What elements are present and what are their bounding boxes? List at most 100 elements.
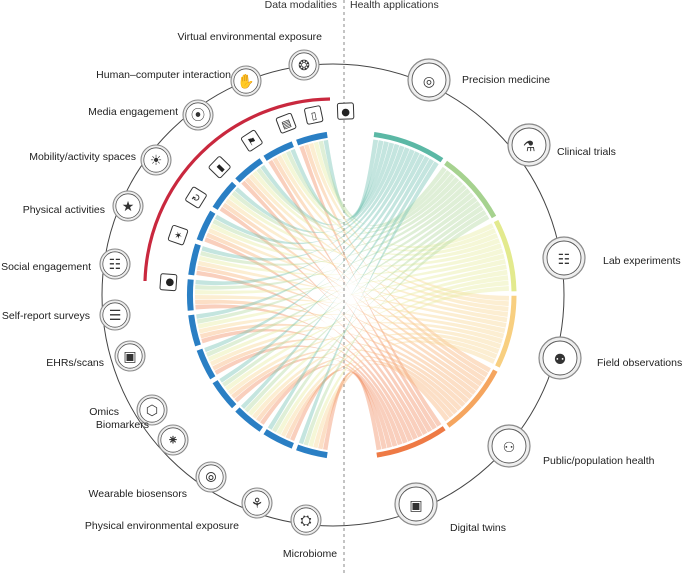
- modality-label: Omics: [89, 406, 119, 418]
- test-tube-icon: ⚗: [523, 139, 536, 155]
- chord-ribbon: [231, 177, 460, 241]
- chord-ribbon: [198, 314, 505, 339]
- people-icon: ⚇: [503, 440, 516, 456]
- modality-segment: [212, 380, 237, 409]
- application-segment: [495, 295, 517, 368]
- sun-location-icon: ☀: [150, 153, 163, 169]
- chord-ribbon: [222, 202, 483, 387]
- runner-icon: ★: [122, 199, 135, 215]
- modality-nodes: ❂Virtual environmental exposure✋Human–co…: [1, 31, 337, 560]
- modality-node: ❂ Virtual environmental exposure: [177, 31, 322, 81]
- chord-ribbons: [195, 139, 509, 451]
- modality-segment: [296, 131, 328, 146]
- modality-node: ⦾ Wearable biosensors: [89, 461, 227, 500]
- modality-node: ☰Self-report surveys: [2, 299, 131, 331]
- fingerprint-icon: ⦾: [205, 470, 216, 486]
- chord-ribbon: [256, 167, 456, 234]
- lab-report-icon: ☷: [558, 252, 571, 268]
- application-segment: [493, 219, 517, 292]
- svg-text:●: ●: [164, 277, 176, 287]
- modality-segment: [212, 181, 237, 210]
- svg-text:▯: ▯: [310, 111, 318, 123]
- chord-ribbon: [323, 372, 382, 451]
- sensor-badge-icon: ●: [336, 102, 355, 120]
- modality-label: Virtual environmental exposure: [177, 31, 322, 43]
- application-node: ⚗ Clinical trials: [507, 123, 616, 167]
- location-badge-icon: ⚑: [241, 129, 263, 152]
- modality-segment: [188, 243, 201, 276]
- chord-ribbon: [318, 363, 450, 450]
- modality-segment: [188, 314, 201, 347]
- chord-ribbon: [318, 140, 447, 226]
- plant-hand-icon: ⚘: [251, 496, 264, 512]
- modality-segment: [235, 158, 264, 183]
- modality-label: Self-report surveys: [2, 310, 90, 322]
- chord-ribbon: [280, 336, 498, 437]
- application-label: Field observations: [597, 357, 682, 369]
- chord-ribbon: [255, 355, 458, 422]
- modality-node: ⚘ Physical environmental exposure: [85, 487, 273, 532]
- modality-node: ★ Physical activities: [23, 190, 144, 222]
- modality-segment: [263, 429, 294, 449]
- modality-label: Mobility/activity spaces: [29, 151, 136, 163]
- modality-segment: [196, 348, 216, 380]
- application-label: Clinical trials: [557, 146, 616, 158]
- network-icon: ⁕: [167, 433, 179, 449]
- chord-ribbon: [207, 264, 507, 362]
- target-plus-icon: ◎: [423, 74, 435, 90]
- application-node: ⚇ Public/population health: [487, 424, 655, 468]
- modality-segment: [186, 279, 194, 311]
- modality-label: Social engagement: [1, 261, 91, 273]
- application-label: Digital twins: [450, 522, 506, 534]
- application-segment: [373, 132, 444, 163]
- chord-ribbon: [197, 259, 506, 329]
- chord-ribbon: [260, 364, 393, 448]
- outer-ring: [101, 63, 565, 527]
- modality-label: Media engagement: [88, 106, 178, 118]
- modality-label: Wearable biosensors: [89, 488, 187, 500]
- phone-badge-icon: ▮: [208, 156, 231, 179]
- svg-text:▮: ▮: [215, 162, 227, 174]
- modality-node: ⛭Microbiome: [283, 504, 337, 560]
- monitor-icon: ▣: [123, 349, 136, 365]
- modality-node: ⁕ Biomarkers: [96, 419, 189, 456]
- sensor-badge-icon: ●: [159, 273, 178, 292]
- chord-ribbon: [267, 158, 435, 430]
- chord-ribbon: [323, 139, 379, 218]
- header-health-applications: Health applications: [350, 0, 439, 11]
- modality-segments: [186, 131, 328, 459]
- satellite-badge-icon: ✶: [167, 224, 189, 246]
- application-label: Public/population health: [543, 455, 655, 467]
- chord-ribbon: [252, 332, 500, 419]
- tablet-badge-icon: ▤: [275, 112, 297, 134]
- svg-text:✶: ✶: [173, 230, 186, 242]
- application-segment: [446, 369, 498, 428]
- header-data-modalities: Data modalities: [265, 0, 337, 11]
- application-node: ▣ Digital twins: [394, 482, 506, 534]
- molecule-icon: ⬡: [146, 403, 158, 419]
- modality-label: Physical environmental exposure: [85, 520, 239, 532]
- chord-ribbon: [198, 248, 504, 276]
- chord-ribbon: [200, 184, 467, 266]
- application-segments: [373, 132, 517, 458]
- modality-label: Biomarkers: [96, 419, 149, 431]
- svg-text:●: ●: [341, 107, 350, 118]
- vr-headset-icon: ❂: [298, 58, 310, 74]
- chord-ribbon: [222, 201, 481, 387]
- twin-screen-icon: ▣: [409, 498, 422, 514]
- modality-label: Microbiome: [283, 548, 337, 560]
- mobile-badge-icon: ▯: [304, 105, 324, 125]
- application-node: ◎Precision medicine: [407, 58, 550, 102]
- researcher-icon: ⚉: [554, 352, 567, 368]
- chord-ribbon: [231, 348, 462, 411]
- modality-node: ☀ Mobility/activity spaces: [29, 144, 172, 176]
- application-segment: [376, 426, 446, 458]
- modality-label: Physical activities: [23, 204, 105, 216]
- chord-ribbon: [268, 159, 437, 430]
- application-label: Lab experiments: [603, 255, 681, 267]
- chord-ribbon: [208, 228, 508, 323]
- touch-phone-icon: ✋: [237, 73, 254, 90]
- modality-segment: [235, 407, 264, 432]
- modality-segment: [263, 141, 294, 161]
